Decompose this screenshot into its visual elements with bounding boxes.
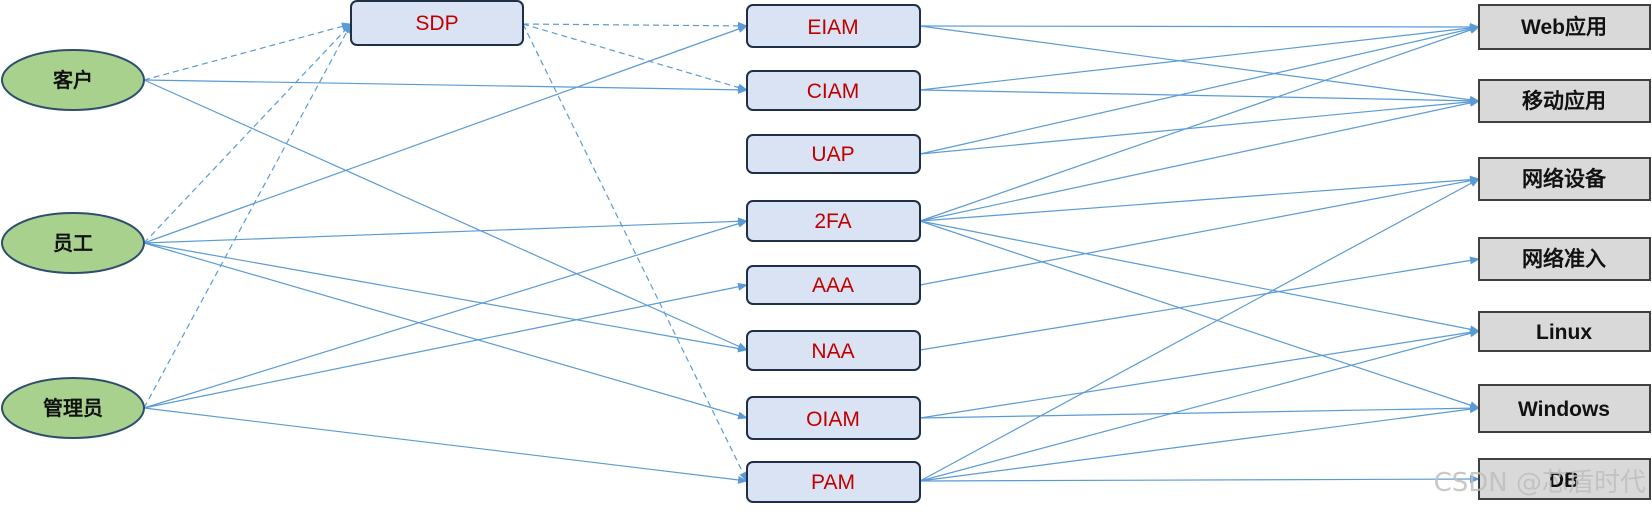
resource-node-linux: Linux <box>1478 311 1651 352</box>
service-node-eiam: EIAM <box>746 4 921 48</box>
edge-employee-to-sdp <box>143 23 352 244</box>
resource-label-mobile: 移动应用 <box>1522 89 1606 113</box>
edge-sdp-to-ciam <box>522 23 748 92</box>
service-label-oiam: OIAM <box>806 408 860 431</box>
user-label-employee: 员工 <box>53 232 93 255</box>
resource-label-netdev: 网络设备 <box>1522 167 1607 191</box>
edge-pam-to-db <box>919 475 1480 484</box>
resource-node-netaccess: 网络准入 <box>1478 237 1651 281</box>
service-label-2fa: 2FA <box>814 210 851 233</box>
watermark-text: CSDN @芯盾时代 <box>1434 468 1646 498</box>
edge-admin-to-pam <box>143 407 748 484</box>
edge-aaa-to-netdev <box>919 176 1480 286</box>
edge-customer-to-naa <box>143 79 748 351</box>
resource-label-linux: Linux <box>1536 321 1592 344</box>
service-node-aaa: AAA <box>746 265 921 305</box>
service-label-uap: UAP <box>811 143 854 166</box>
resource-node-mobile: 移动应用 <box>1478 79 1651 123</box>
edge-2fa-to-linux <box>919 220 1480 334</box>
resource-label-netaccess: 网络准入 <box>1522 247 1606 271</box>
edge-uap-to-mobile <box>919 97 1480 155</box>
edge-sdp-to-pam <box>522 23 748 482</box>
user-label-admin: 管理员 <box>43 396 103 420</box>
resource-label-web: Web应用 <box>1521 15 1607 39</box>
edge-eiam-to-web <box>919 22 1480 31</box>
service-label-sdp: SDP <box>415 12 458 35</box>
resource-node-db: DB <box>1478 458 1651 500</box>
user-label-customer: 客户 <box>52 68 93 92</box>
edge-ciam-to-mobile <box>919 89 1480 105</box>
edge-employee-to-eiam <box>143 25 748 244</box>
user-node-employee: 员工 <box>1 212 145 274</box>
edge-admin-to-2fa <box>143 219 748 409</box>
edge-2fa-to-web <box>919 26 1480 222</box>
resource-node-web: Web应用 <box>1478 4 1651 50</box>
service-node-sdp: SDP <box>350 0 524 46</box>
edge-uap-to-web <box>919 25 1480 155</box>
edge-2fa-to-netdev <box>919 175 1480 222</box>
service-label-eiam: EIAM <box>807 16 858 39</box>
service-label-aaa: AAA <box>812 274 854 297</box>
edge-oiam-to-windows <box>919 404 1480 419</box>
resource-node-netdev: 网络设备 <box>1478 157 1651 201</box>
edge-ciam-to-web <box>919 24 1480 91</box>
service-node-oiam: OIAM <box>746 396 921 440</box>
edge-admin-to-aaa <box>143 282 748 409</box>
service-node-ciam: CIAM <box>746 70 921 111</box>
edge-eiam-to-mobile <box>919 25 1480 104</box>
edge-employee-to-2fa <box>143 217 748 244</box>
edge-admin-to-sdp <box>143 23 352 409</box>
edge-2fa-to-mobile <box>919 98 1480 222</box>
resource-node-windows: Windows <box>1478 384 1651 433</box>
edge-employee-to-oiam <box>143 242 748 420</box>
edge-sdp-to-eiam <box>522 21 748 30</box>
edge-oiam-to-linux <box>919 328 1480 419</box>
service-label-naa: NAA <box>811 340 854 363</box>
edge-2fa-to-windows <box>919 220 1480 409</box>
resource-label-windows: Windows <box>1518 398 1610 421</box>
edge-naa-to-netaccess <box>919 256 1480 351</box>
connector-lines <box>143 21 1480 484</box>
edge-employee-to-naa <box>143 242 748 353</box>
edge-pam-to-netdev <box>919 178 1480 482</box>
service-node-uap: UAP <box>746 134 921 174</box>
service-node-2fa: 2FA <box>746 200 921 242</box>
edge-customer-to-ciam <box>143 79 748 94</box>
user-node-admin: 管理员 <box>1 377 145 439</box>
resource-label-db: DB <box>1549 469 1579 492</box>
edge-customer-to-sdp <box>143 22 352 81</box>
service-label-ciam: CIAM <box>807 80 860 103</box>
service-node-naa: NAA <box>746 330 921 371</box>
edge-pam-to-windows <box>919 405 1480 482</box>
user-node-customer: 客户 <box>1 49 145 111</box>
service-node-pam: PAM <box>746 461 921 503</box>
service-label-pam: PAM <box>811 471 855 494</box>
edge-pam-to-linux <box>919 329 1480 482</box>
